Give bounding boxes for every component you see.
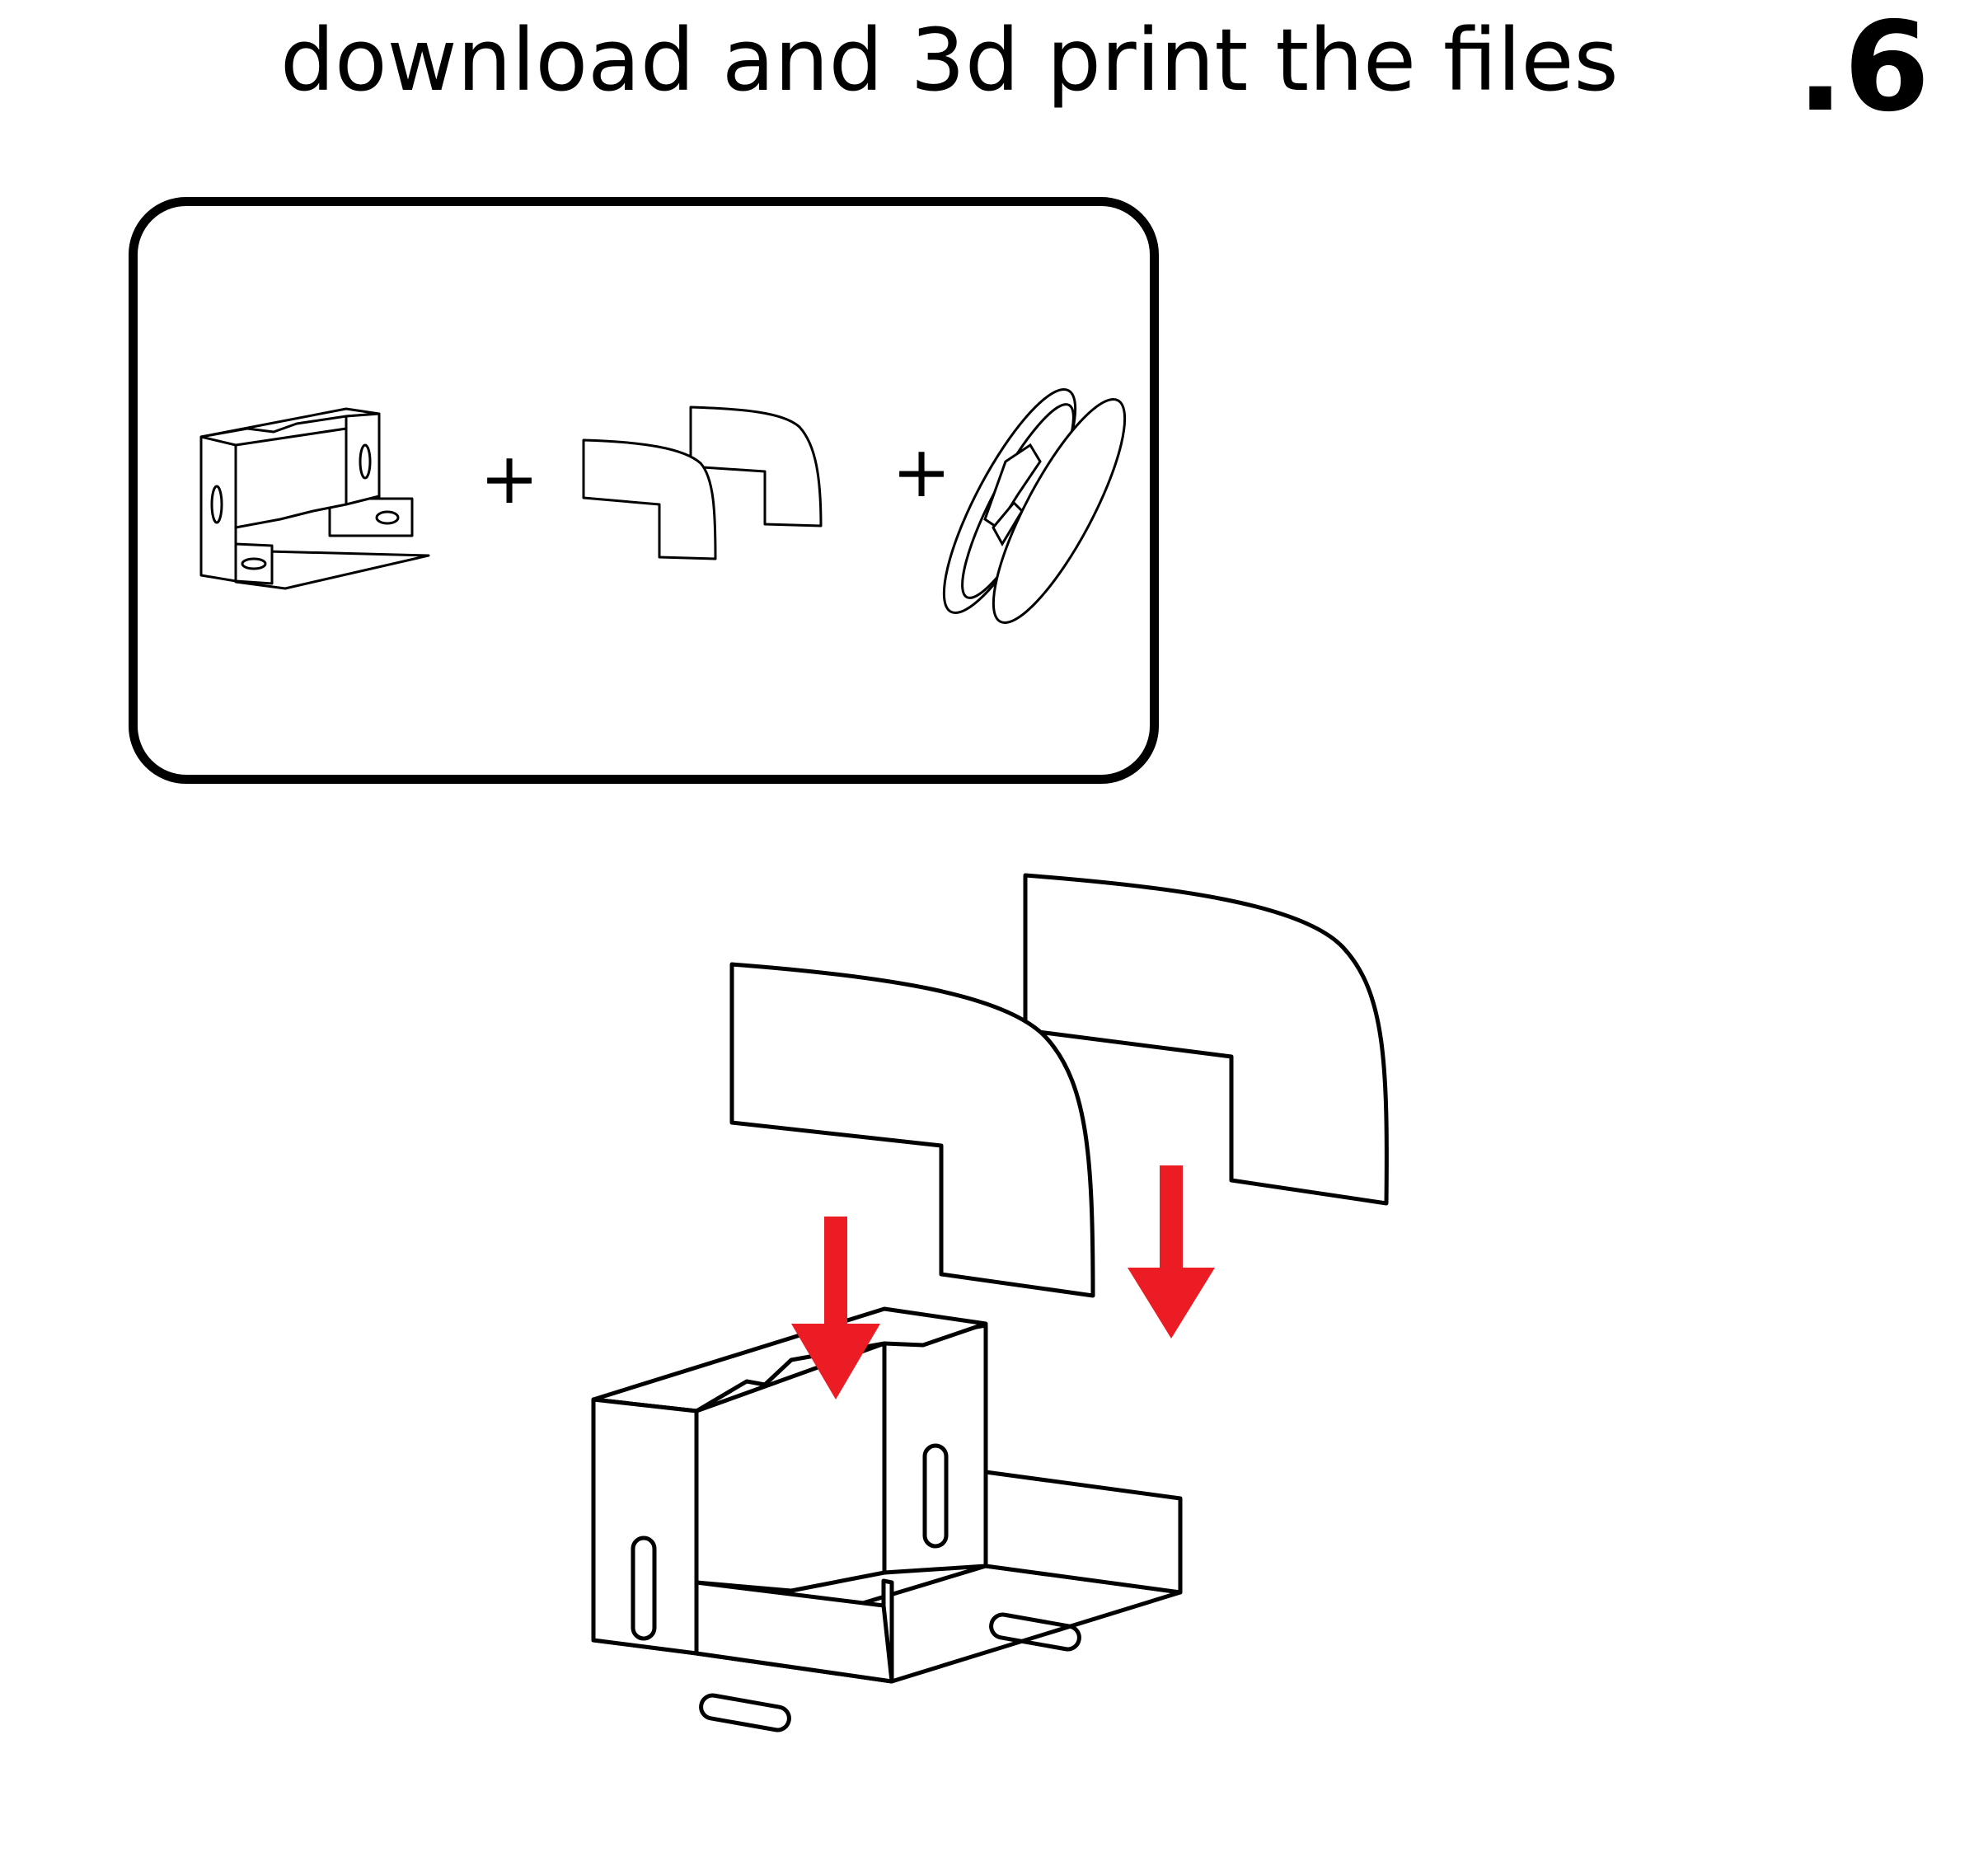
curved-panel-front [729,962,1095,1298]
curved-panel-back [1023,873,1389,1206]
slot-right-flange [989,1612,1081,1652]
housing-right-wall [882,1323,988,1575]
curved-panels-large [729,873,1389,1298]
curved-panels-small [582,406,823,560]
plus-sign-1: + [480,438,539,520]
pulley-part-small [942,387,1127,625]
slot-inner-wall [922,1443,949,1549]
housing-part-large [591,1306,1183,1732]
slot-front-tab [699,1693,791,1732]
arrow-down-right [1128,1165,1215,1339]
plus-sign-2: + [892,431,951,513]
parts-list-box [129,197,1159,784]
arrow-down-left [791,1217,880,1400]
step-number: .6 [1797,0,1930,139]
housing-part-small [199,407,430,590]
insert-arrows [791,1165,1215,1400]
slot-left-wall [631,1535,657,1641]
instruction-title: download and 3d print the files [280,10,1619,110]
